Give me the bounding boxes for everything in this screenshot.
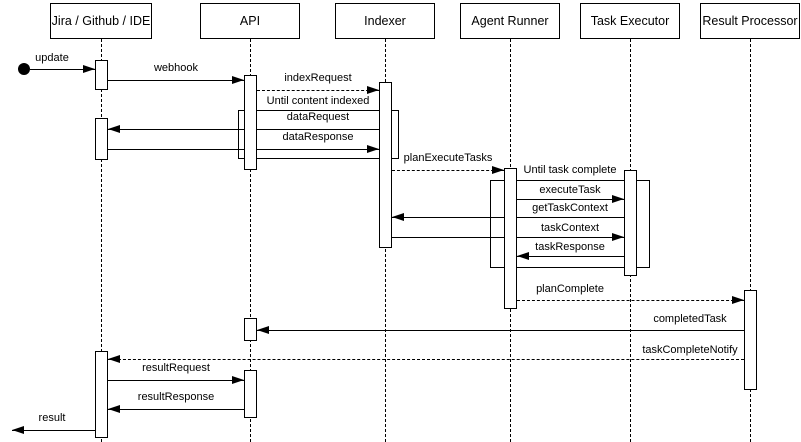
message-line [517,300,744,301]
loop-label-task-complete: Until task complete [523,164,617,176]
actor-box-api: API [200,3,300,39]
message-label-taskcompletenotify: taskCompleteNotify [642,344,738,356]
lifeline-jira-github-ide [101,39,102,442]
lifeline-api [250,39,251,442]
message-line [12,430,95,431]
message-label-taskcontext: taskContext [540,222,600,234]
message-line [108,129,379,130]
actor-label: Indexer [364,14,406,28]
message-line [392,170,504,171]
arrowhead-icon [108,355,120,363]
message-line [517,256,624,257]
activation-api-2 [244,318,257,341]
arrowhead-icon [232,376,244,384]
arrowhead-icon [392,213,404,221]
arrowhead-icon [612,233,624,241]
message-label-result: result [38,412,66,424]
arrowhead-icon [108,125,120,133]
message-label-dataresponse: dataResponse [282,131,354,143]
actor-box-task-executor: Task Executor [580,3,680,39]
message-label-resultresponse: resultResponse [137,391,215,403]
arrowhead-icon [83,65,95,73]
activation-api-3 [244,370,257,418]
activation-task-executor [624,170,637,276]
lifeline-result-processor [750,39,751,442]
arrowhead-icon [12,426,24,434]
arrowhead-icon [492,166,504,174]
message-label-taskresponse: taskResponse [535,241,605,253]
activation-api-1 [244,75,257,170]
message-line [517,199,624,200]
message-label-resultrequest: resultRequest [142,362,210,374]
arrowhead-icon [108,405,120,413]
loop-label-content-indexed: Until content indexed [266,95,370,107]
arrowhead-icon [732,296,744,304]
message-label-webhook: webhook [153,62,199,74]
arrowhead-icon [232,76,244,84]
activation-agent-runner [504,168,517,309]
arrowhead-icon [367,86,379,94]
actor-box-indexer: Indexer [335,3,435,39]
actor-label: API [239,14,261,28]
message-label-gettaskcontext: getTaskContext [532,202,608,214]
actor-label: Jira / Github / IDE [51,14,151,28]
message-line [108,359,744,360]
activation-indexer [379,82,392,248]
message-label-planexecutetasks: planExecuteTasks [403,152,493,164]
message-label-completedtask: completedTask [653,313,727,325]
message-line [108,80,244,81]
activation-jira-1 [95,60,108,90]
message-line [108,149,379,150]
message-line [30,69,95,70]
arrowhead-icon [517,252,529,260]
arrowhead-icon [257,326,269,334]
loop-frame-content-indexed [238,110,399,159]
activation-result-processor [744,290,757,390]
actor-box-result-processor: Result Processor [700,3,800,39]
activation-jira-3 [95,351,108,438]
message-label-datarequest: dataRequest [286,111,350,123]
message-line [257,90,379,91]
message-line [257,330,744,331]
actor-box-agent-runner: Agent Runner [460,3,560,39]
start-node-dot [18,63,30,75]
message-label-plancomplete: planComplete [536,283,604,295]
actor-label: Result Processor [702,14,798,28]
arrowhead-icon [612,195,624,203]
actor-box-jira-github-ide: Jira / Github / IDE [50,3,152,39]
actor-label: Agent Runner [471,14,549,28]
message-label-executetask: executeTask [539,184,601,196]
activation-jira-2 [95,118,108,160]
message-line [108,380,244,381]
message-label-indexrequest: indexRequest [284,72,352,84]
arrowhead-icon [367,145,379,153]
message-line [108,409,244,410]
actor-label: Task Executor [590,14,670,28]
message-label-update: update [35,52,69,64]
loop-frame-task-complete [490,180,650,268]
